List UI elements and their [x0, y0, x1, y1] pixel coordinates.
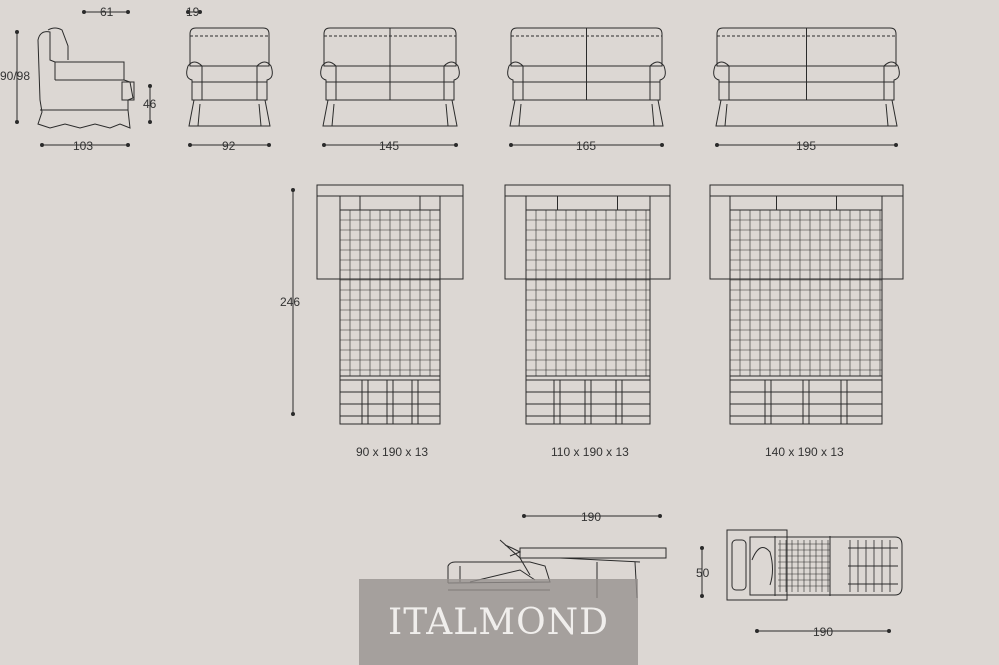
- brand-name: ITALMOND: [388, 601, 609, 643]
- front-sofa-145: [320, 27, 460, 147]
- open-bed-90: [316, 184, 464, 425]
- mechanism-top-view: [700, 529, 903, 633]
- dim-arm-width: 19: [186, 5, 200, 19]
- open-bed-top-views: [316, 184, 904, 425]
- dim-height: 90/98: [0, 69, 30, 83]
- mechanism-side-view: [447, 514, 667, 599]
- dim-depth: 103: [73, 139, 93, 153]
- dim-sofa-195: 195: [796, 139, 816, 153]
- bed-label-2: 110 x 190 x 13: [551, 445, 629, 459]
- arm-width-dimension: [186, 10, 202, 14]
- front-sofa-195: [713, 27, 900, 147]
- dim-bed-height-side: 50: [696, 566, 710, 580]
- brand-watermark: ITALMOND: [359, 579, 638, 665]
- dim-depth-top: 61: [100, 5, 114, 19]
- side-view-armchair: [15, 10, 152, 147]
- dim-open-bed-length-2: 190: [813, 625, 833, 639]
- dim-open-length: 246: [280, 295, 300, 309]
- dim-sofa-145: 145: [379, 139, 399, 153]
- dim-armchair-width: 92: [222, 139, 236, 153]
- dim-open-bed-length: 190: [581, 510, 601, 524]
- bed-label-3: 140 x 190 x 13: [765, 445, 844, 459]
- bed-label-1: 90 x 190 x 13: [356, 445, 428, 459]
- dim-sofa-165: 165: [576, 139, 596, 153]
- front-sofa-165: [507, 27, 666, 147]
- open-bed-140: [709, 184, 904, 425]
- front-armchair: [186, 27, 273, 147]
- dim-seat-height: 46: [143, 97, 157, 111]
- front-views: [186, 27, 900, 147]
- open-length-dimension: [291, 188, 295, 416]
- open-bed-110: [504, 184, 671, 425]
